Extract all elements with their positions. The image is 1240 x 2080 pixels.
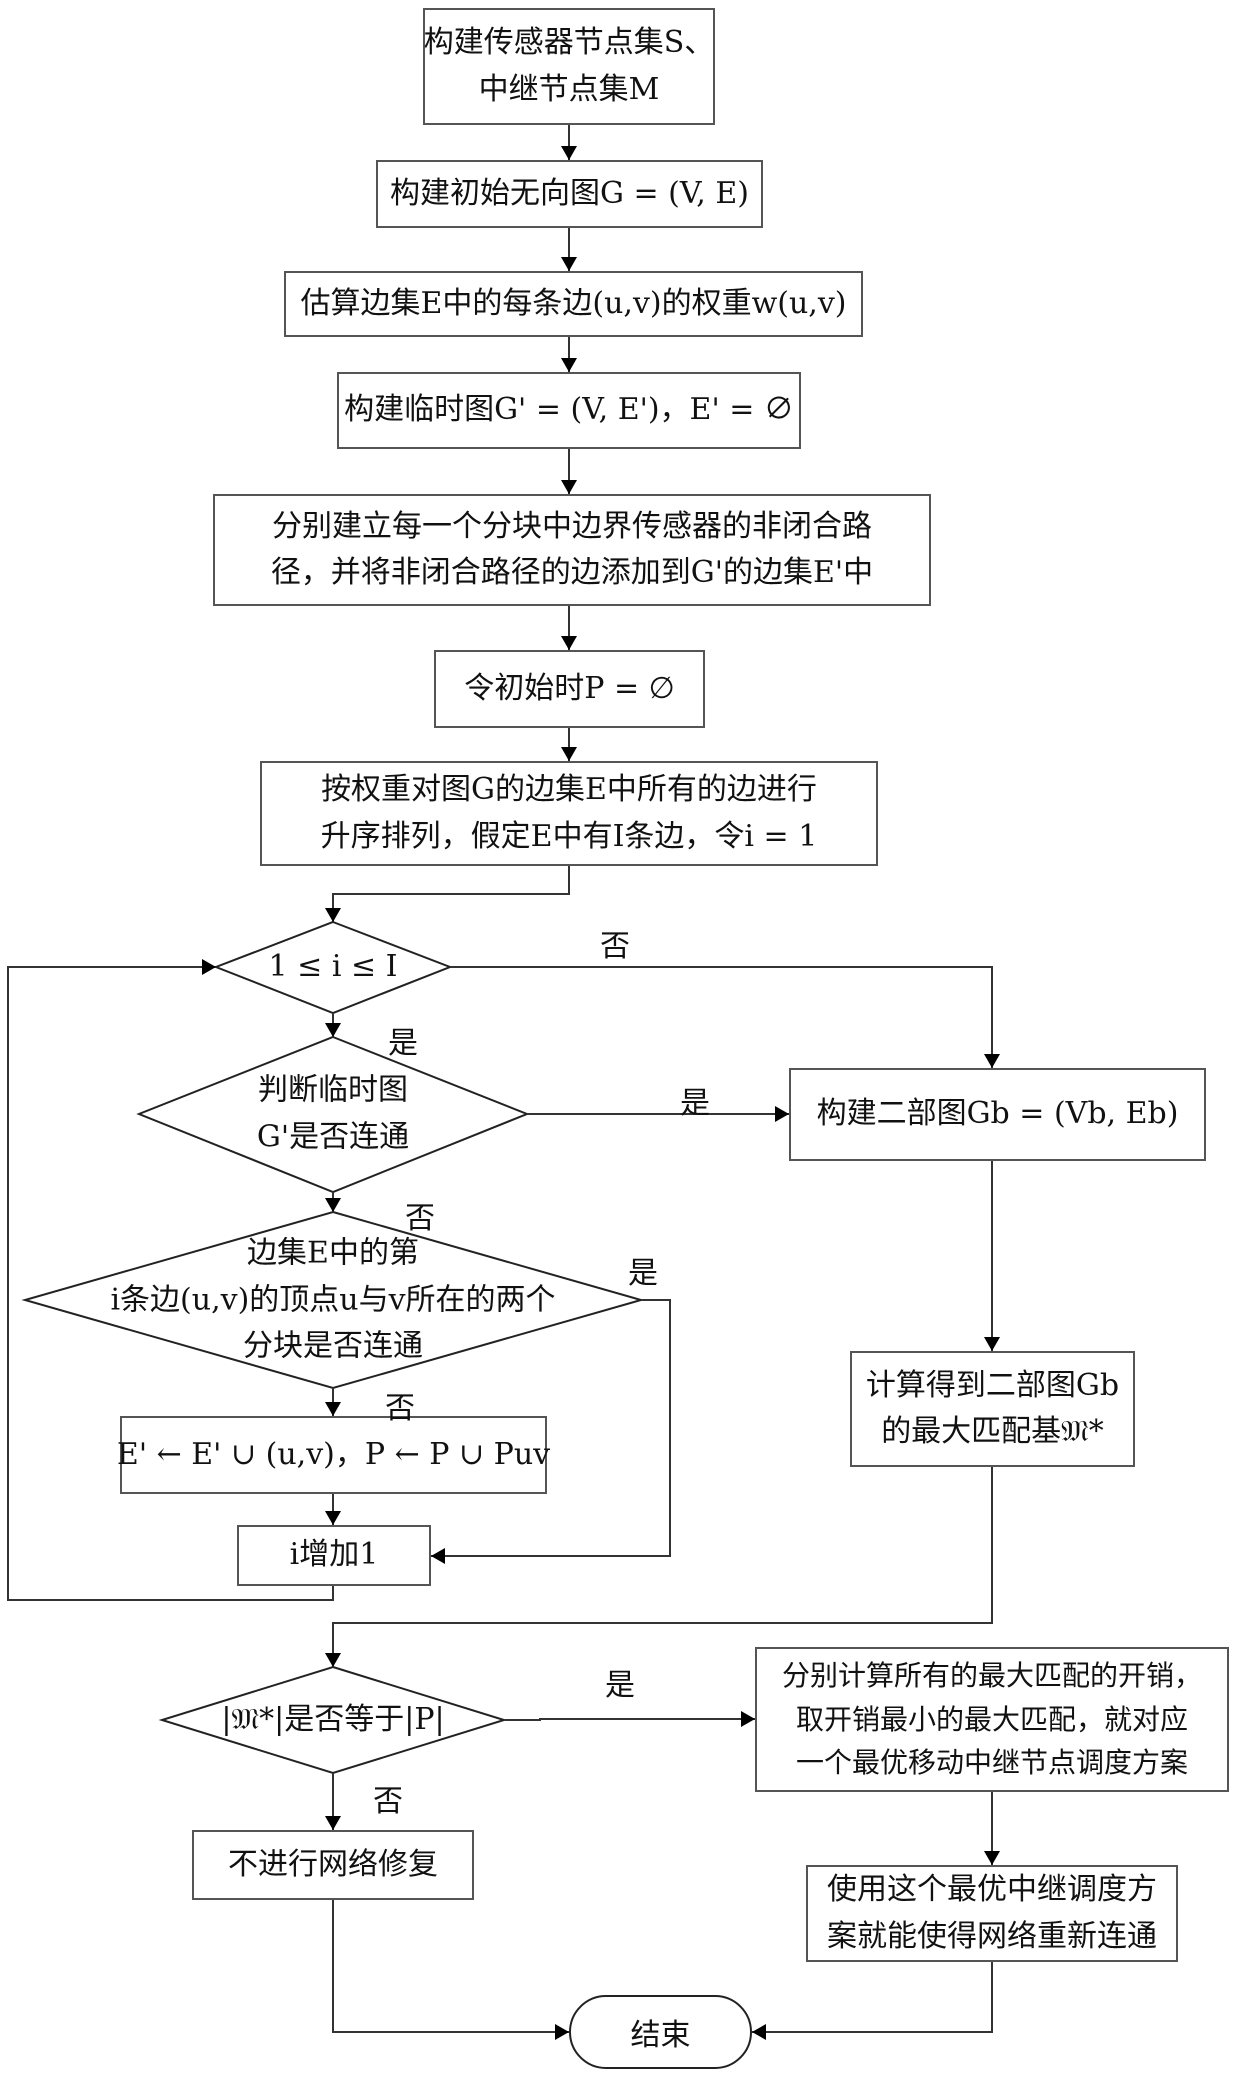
arrowhead-down-icon xyxy=(325,1511,341,1525)
arrowhead-down-icon xyxy=(561,257,577,271)
decision-text: G'是否连通 xyxy=(256,1119,410,1154)
branch-label-no: 否 xyxy=(373,1784,403,1819)
step-build-graph: 构建初始无向图G = (V, E) xyxy=(376,160,763,228)
branch-label-yes: 是 xyxy=(388,1026,418,1061)
step-build-temp-graph: 构建临时图G' = (V, E')，E' = ∅ xyxy=(337,372,801,449)
arrowhead-down-icon xyxy=(325,1023,341,1037)
step-text: 构建初始无向图G = (V, E) xyxy=(390,175,749,211)
step-text: 按权重对图G的边集E中所有的边进行 xyxy=(321,772,817,807)
arrowhead-down-icon xyxy=(325,1653,341,1667)
step-text: i增加1 xyxy=(289,1537,379,1573)
step-apply-plan: 使用这个最优中继调度方 案就能使得网络重新连通 xyxy=(806,1865,1178,1962)
branch-label-no: 否 xyxy=(600,929,630,964)
decision-loop-condition: 1 ≤ i ≤ I xyxy=(269,944,398,991)
arrowhead-down-icon xyxy=(561,636,577,650)
arrowhead-down-icon xyxy=(325,1816,341,1830)
step-text: 构建临时图G' = (V, E')，E' = ∅ xyxy=(344,392,794,428)
arrowhead-down-icon xyxy=(325,1198,341,1212)
step-text: 升序排列，假定E中有I条边，令i = 1 xyxy=(320,818,818,854)
step-increment-i: i增加1 xyxy=(237,1525,431,1586)
step-text: 计算得到二部图Gb xyxy=(865,1367,1120,1403)
step-estimate-weights: 估算边集E中的每条边(u,v)的权重w(u,v) xyxy=(284,271,863,337)
step-text: 径，并将非闭合路径的边添加到G'的边集E'中 xyxy=(270,555,874,590)
step-no-repair: 不进行网络修复 xyxy=(192,1830,474,1900)
arrowhead-down-icon xyxy=(561,358,577,372)
decision-temp-connected: 判断临时图 G'是否连通 xyxy=(257,1068,409,1161)
step-update-sets: E' ← E' ∪ (u,v)，P ← P ∪ Puv xyxy=(116,1416,551,1494)
step-text: 中继节点集M xyxy=(478,71,660,107)
decision-matching-equal: |𝔐*|是否等于|P| xyxy=(221,1697,444,1744)
decision-text: 边集E中的第 xyxy=(247,1235,419,1271)
step-text: E' ← E' ∪ (u,v)，P ← P ∪ Puv xyxy=(116,1436,551,1472)
branch-label-yes: 是 xyxy=(605,1668,635,1703)
step-text: 构建传感器节点集S、 xyxy=(423,25,715,60)
step-text: 一个最优移动中继节点调度方案 xyxy=(795,1746,1188,1780)
connector-arrow xyxy=(450,966,993,1068)
terminator-end: 结束 xyxy=(569,1995,752,2069)
step-text: 估算边集E中的每条边(u,v)的权重w(u,v) xyxy=(300,285,847,321)
step-compute-matching: 计算得到二部图Gb 的最大匹配基𝔐* xyxy=(850,1351,1135,1467)
arrowhead-right-icon xyxy=(555,2024,569,2040)
connector-arrow xyxy=(7,966,334,1601)
connector-arrow xyxy=(332,1900,569,2033)
terminator-text: 结束 xyxy=(630,2018,691,2053)
step-text: 案就能使得网络重新连通 xyxy=(827,1918,1157,1954)
branch-label-no: 否 xyxy=(385,1391,415,1426)
branch-label-yes: 是 xyxy=(628,1256,658,1291)
arrowhead-down-icon xyxy=(325,908,341,922)
arrowhead-right-icon xyxy=(202,959,216,975)
arrowhead-down-icon xyxy=(561,480,577,494)
step-sort-edges: 按权重对图G的边集E中所有的边进行 升序排列，假定E中有I条边，令i = 1 xyxy=(260,761,878,866)
decision-text: 分块是否连通 xyxy=(242,1328,423,1364)
arrowhead-down-icon xyxy=(984,1054,1000,1068)
arrowhead-down-icon xyxy=(984,1851,1000,1865)
step-text: 使用这个最优中继调度方 xyxy=(827,1872,1157,1907)
arrowhead-left-icon xyxy=(431,1548,445,1564)
arrowhead-right-icon xyxy=(741,1711,755,1727)
connector-arrow xyxy=(332,866,570,922)
step-init-p: 令初始时P = ∅ xyxy=(434,650,705,728)
arrowhead-right-icon xyxy=(775,1106,789,1122)
step-text: 取开销最小的最大匹配，就对应 xyxy=(795,1702,1188,1736)
decision-text: 1 ≤ i ≤ I xyxy=(268,948,398,984)
step-text: 的最大匹配基𝔐* xyxy=(881,1414,1104,1449)
arrowhead-down-icon xyxy=(984,1337,1000,1351)
step-text: 令初始时P = ∅ xyxy=(464,670,675,706)
connector-arrow xyxy=(752,1962,993,2033)
step-text: 分别计算所有的最大匹配的开销， xyxy=(781,1659,1202,1693)
step-text: 构建二部图Gb = (Vb, Eb) xyxy=(816,1096,1179,1132)
connector-arrow xyxy=(431,1299,671,1557)
decision-text: 判断临时图 xyxy=(258,1072,408,1108)
decision-text: i条边(u,v)的顶点u与v所在的两个 xyxy=(110,1281,556,1317)
connector-arrow xyxy=(332,1467,993,1667)
arrowheads xyxy=(202,146,1000,2040)
decision-text: |𝔐*|是否等于|P| xyxy=(221,1701,445,1737)
arrowhead-down-icon xyxy=(561,747,577,761)
step-build-bipartite: 构建二部图Gb = (Vb, Eb) xyxy=(789,1068,1206,1161)
connector-arrow xyxy=(504,1718,755,1721)
branch-label-yes: 是 xyxy=(680,1086,710,1121)
step-text: 分别建立每一个分块中边界传感器的非闭合路 xyxy=(272,508,872,544)
step-build-paths: 分别建立每一个分块中边界传感器的非闭合路 径，并将非闭合路径的边添加到G'的边集… xyxy=(213,494,931,606)
arrowhead-down-icon xyxy=(561,146,577,160)
step-compute-cost: 分别计算所有的最大匹配的开销， 取开销最小的最大匹配，就对应 一个最优移动中继节… xyxy=(755,1647,1229,1792)
branch-label-no: 否 xyxy=(405,1201,435,1236)
arrowhead-left-icon xyxy=(752,2024,766,2040)
step-text: 不进行网络修复 xyxy=(228,1846,438,1882)
step-build-sets: 构建传感器节点集S、 中继节点集M xyxy=(423,8,715,125)
arrowhead-down-icon xyxy=(325,1402,341,1416)
decision-blocks-connected: 边集E中的第 i条边(u,v)的顶点u与v所在的两个 分块是否连通 xyxy=(110,1230,555,1370)
